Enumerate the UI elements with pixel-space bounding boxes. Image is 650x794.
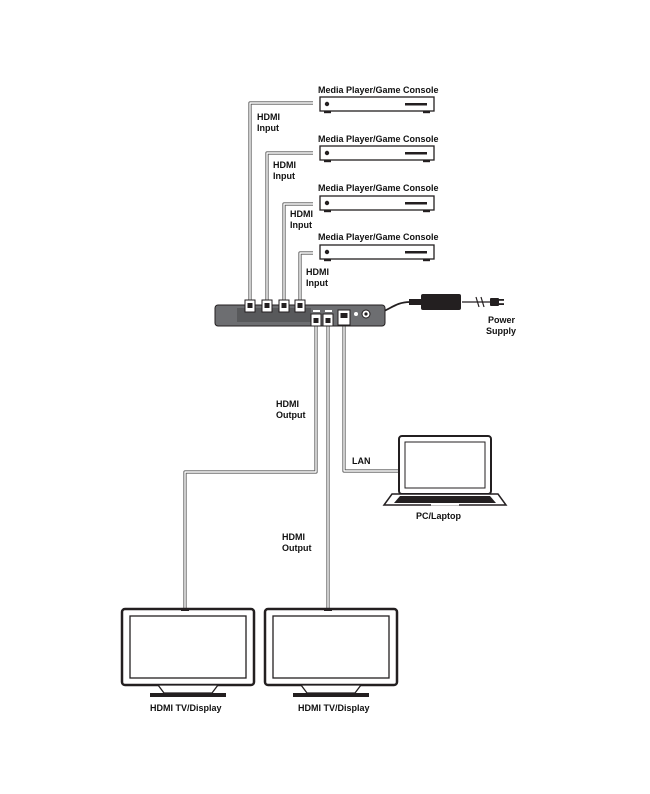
lan-port: [337, 309, 351, 326]
hdmi-input-label-4a: HDMI: [306, 267, 329, 277]
hdmi-output-cable-1: [183, 325, 318, 613]
hdmi-input-port-2: [261, 299, 273, 313]
media-player-icon: [319, 145, 435, 161]
laptop-icon: [382, 435, 508, 506]
source-label-4: Media Player/Game Console: [318, 232, 439, 242]
hdmi-input-port-3: [278, 299, 290, 313]
hdmi-output-cables: [183, 325, 330, 613]
hdmi-input-label-2a: HDMI: [273, 160, 296, 170]
hdmi-input-cable-1: [248, 101, 313, 300]
hdmi-input-label-1b: Input: [257, 123, 279, 133]
hdmi-input-label-4b: Input: [306, 278, 328, 288]
hdmi-output-label-2a: HDMI: [282, 532, 305, 542]
display-label-2: HDMI TV/Display: [298, 703, 370, 713]
media-player-icon: [319, 96, 435, 112]
display-label-1: HDMI TV/Display: [150, 703, 222, 713]
hdmi-output-label-1b: Output: [276, 410, 306, 420]
hdmi-input-cable-4: [298, 251, 313, 300]
hdmi-input-label-1a: HDMI: [257, 112, 280, 122]
hdmi-input-label-2b: Input: [273, 171, 295, 181]
source-label-2: Media Player/Game Console: [318, 134, 439, 144]
media-player-icon: [319, 195, 435, 211]
source-device-4: [319, 244, 435, 262]
media-player-icon: [319, 244, 435, 260]
hdmi-input-port-1: [244, 299, 256, 313]
tv-display-icon: [263, 607, 399, 697]
source-label-3: Media Player/Game Console: [318, 183, 439, 193]
source-label-1: Media Player/Game Console: [318, 85, 439, 95]
lan-label: LAN: [352, 456, 371, 466]
display-1: [120, 607, 256, 697]
hdmi-input-cable-2: [265, 151, 313, 300]
display-2: [263, 607, 399, 697]
source-device-2: [319, 145, 435, 163]
hdmi-matrix-switch: [214, 299, 386, 327]
lan-cable: [342, 325, 400, 473]
hdmi-output-label-1a: HDMI: [276, 399, 299, 409]
reset-button-icon: [354, 312, 358, 316]
power-supply-label-a: Power: [488, 315, 516, 325]
tv-display-icon: [120, 607, 256, 697]
power-supply-label-b: Supply: [486, 326, 516, 336]
source-device-3: [319, 195, 435, 213]
hdmi-input-label-3a: HDMI: [290, 209, 313, 219]
hdmi-output-port-1: [310, 313, 322, 327]
hdmi-output-label-2b: Output: [282, 543, 312, 553]
hdmi-input-cables: [248, 101, 313, 300]
hdmi-output-port-2: [322, 313, 334, 327]
power-adapter-icon: [409, 294, 504, 310]
source-device-1: [319, 96, 435, 114]
hdmi-input-label-3b: Input: [290, 220, 312, 230]
hdmi-input-cable-3: [282, 202, 313, 300]
laptop-label: PC/Laptop: [416, 511, 461, 521]
hdmi-input-port-4: [294, 299, 306, 313]
